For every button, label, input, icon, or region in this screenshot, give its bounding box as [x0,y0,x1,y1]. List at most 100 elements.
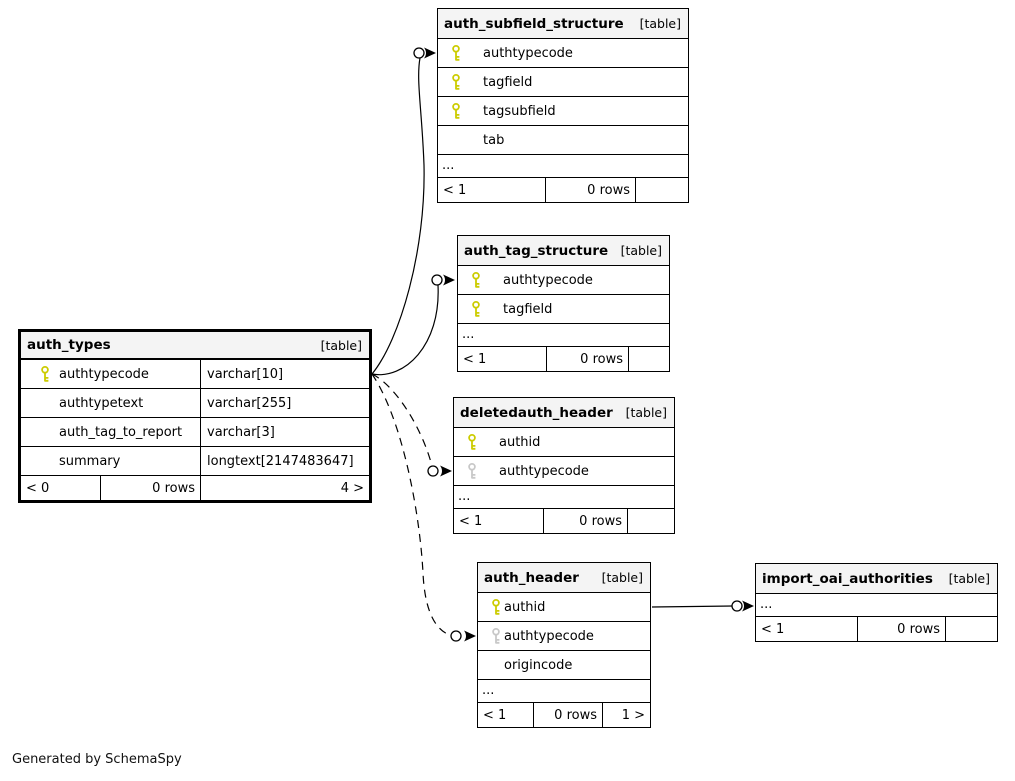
primary-key-icon [450,103,462,120]
footer-row-count: 0 rows [858,617,946,641]
column-row: tagfield [458,295,669,324]
footer-parents-count [636,178,688,202]
table-auth-subfield-structure[interactable]: auth_subfield_structure [table] authtype… [437,8,689,203]
column-name: summary [21,447,201,475]
column-name: tagfield [483,74,533,90]
foreign-key-icon [490,628,502,645]
primary-key-icon [466,434,478,451]
column-row: auth_tag_to_report varchar[3] [21,418,369,447]
footer-parents-count [629,347,669,371]
more-columns-ellipsis: ... [478,680,650,703]
more-columns-ellipsis: ... [756,594,997,617]
primary-key-icon [470,301,482,318]
edge-auth-types-to-auth-subfield-structure [371,47,436,375]
footer-children-count: < 1 [478,703,534,727]
column-name: authtypecode [21,360,201,388]
column-row: authtypecode [458,266,669,295]
column-name: authtypecode [503,272,593,288]
foreign-key-icon [466,463,478,480]
table-footer: < 1 0 rows [756,617,997,641]
primary-key-icon [490,599,502,616]
table-auth-tag-structure[interactable]: auth_tag_structure [table] authtypecode … [457,235,670,372]
column-name: tagsubfield [483,103,556,119]
column-row: tab [438,126,688,155]
column-row: authid [454,428,674,457]
table-auth-header[interactable]: auth_header [table] authid authtypecode … [477,562,651,728]
footer-row-count: 0 rows [101,476,201,500]
footer-row-count: 0 rows [546,178,636,202]
column-row: authtypecode varchar[10] [21,360,369,389]
table-type-badge: [table] [948,571,990,586]
footer-parents-count: 4 > [340,480,364,496]
more-columns-ellipsis: ... [438,155,688,178]
footer-row-count: 0 rows [534,703,603,727]
table-type-badge: [table] [601,570,643,585]
column-row: authtypetext varchar[255] [21,389,369,418]
table-type-badge: [table] [639,16,681,31]
column-row: authtypecode [454,457,674,486]
table-type-badge: [table] [320,337,362,353]
edge-auth-types-to-auth-tag-structure [371,274,455,376]
generator-note: Generated by SchemaSpy [12,752,182,767]
table-footer: < 1 0 rows [438,178,688,202]
table-title: auth_tag_structure [464,242,609,259]
column-type: longtext[2147483647] [207,453,354,469]
column-type: varchar[255] [207,395,292,411]
primary-key-icon [450,45,462,62]
column-row: tagfield [438,68,688,97]
column-name: authid [504,599,546,615]
primary-key-icon [39,366,51,383]
table-title: deletedauth_header [460,404,613,421]
table-footer: < 0 0 rows 4 > [21,476,369,500]
table-footer: < 1 0 rows [454,509,674,533]
footer-children-count: < 1 [756,617,858,641]
table-auth-types[interactable]: auth_types [table] authtypecode varchar[… [18,329,372,503]
footer-row-count: 0 rows [544,509,628,533]
column-row: authtypecode [478,622,650,651]
table-header: deletedauth_header [table] [454,398,674,428]
table-footer: < 1 0 rows 1 > [478,703,650,727]
column-type: varchar[10] [207,366,284,382]
column-name: auth_tag_to_report [21,418,201,446]
column-name: authtypetext [21,389,201,417]
footer-row-count: 0 rows [547,347,629,371]
footer-children-count: < 1 [454,509,544,533]
table-footer: < 1 0 rows [458,347,669,371]
table-header: auth_header [table] [478,563,650,593]
table-title: auth_header [484,569,579,586]
more-columns-ellipsis: ... [458,324,669,347]
primary-key-icon [470,272,482,289]
column-row: authid [478,593,650,622]
column-type: varchar[3] [207,424,275,440]
table-header: auth_subfield_structure [table] [438,9,688,39]
table-type-badge: [table] [625,405,667,420]
table-header: auth_tag_structure [table] [458,236,669,266]
table-title: import_oai_authorities [762,570,933,587]
column-row: authtypecode [438,39,688,68]
table-type-badge: [table] [620,243,662,258]
column-row: tagsubfield [438,97,688,126]
footer-children-count: < 1 [438,178,546,202]
column-row: summary longtext[2147483647] [21,447,369,476]
table-deletedauth-header[interactable]: deletedauth_header [table] authid authty… [453,397,675,534]
table-header: import_oai_authorities [table] [756,564,997,594]
column-row: origincode [478,651,650,680]
column-name: tagfield [503,301,553,317]
column-name: origincode [504,657,573,673]
table-import-oai-authorities[interactable]: import_oai_authorities [table] ... < 1 0… [755,563,998,642]
footer-parents-count [946,617,997,641]
edge-auth-header-to-import-oai-authorities [651,600,754,612]
footer-parents-count [628,509,674,533]
column-name: authid [499,434,541,450]
column-name: tab [483,132,505,148]
footer-children-count: < 1 [458,347,547,371]
column-name: authtypecode [504,628,594,644]
more-columns-ellipsis: ... [454,486,674,509]
footer-children-count: < 0 [21,476,101,500]
table-title: auth_subfield_structure [444,15,624,32]
table-title: auth_types [27,337,111,353]
edge-auth-types-to-deletedauth-header [371,373,452,477]
column-name: authtypecode [499,463,589,479]
primary-key-icon [450,74,462,91]
